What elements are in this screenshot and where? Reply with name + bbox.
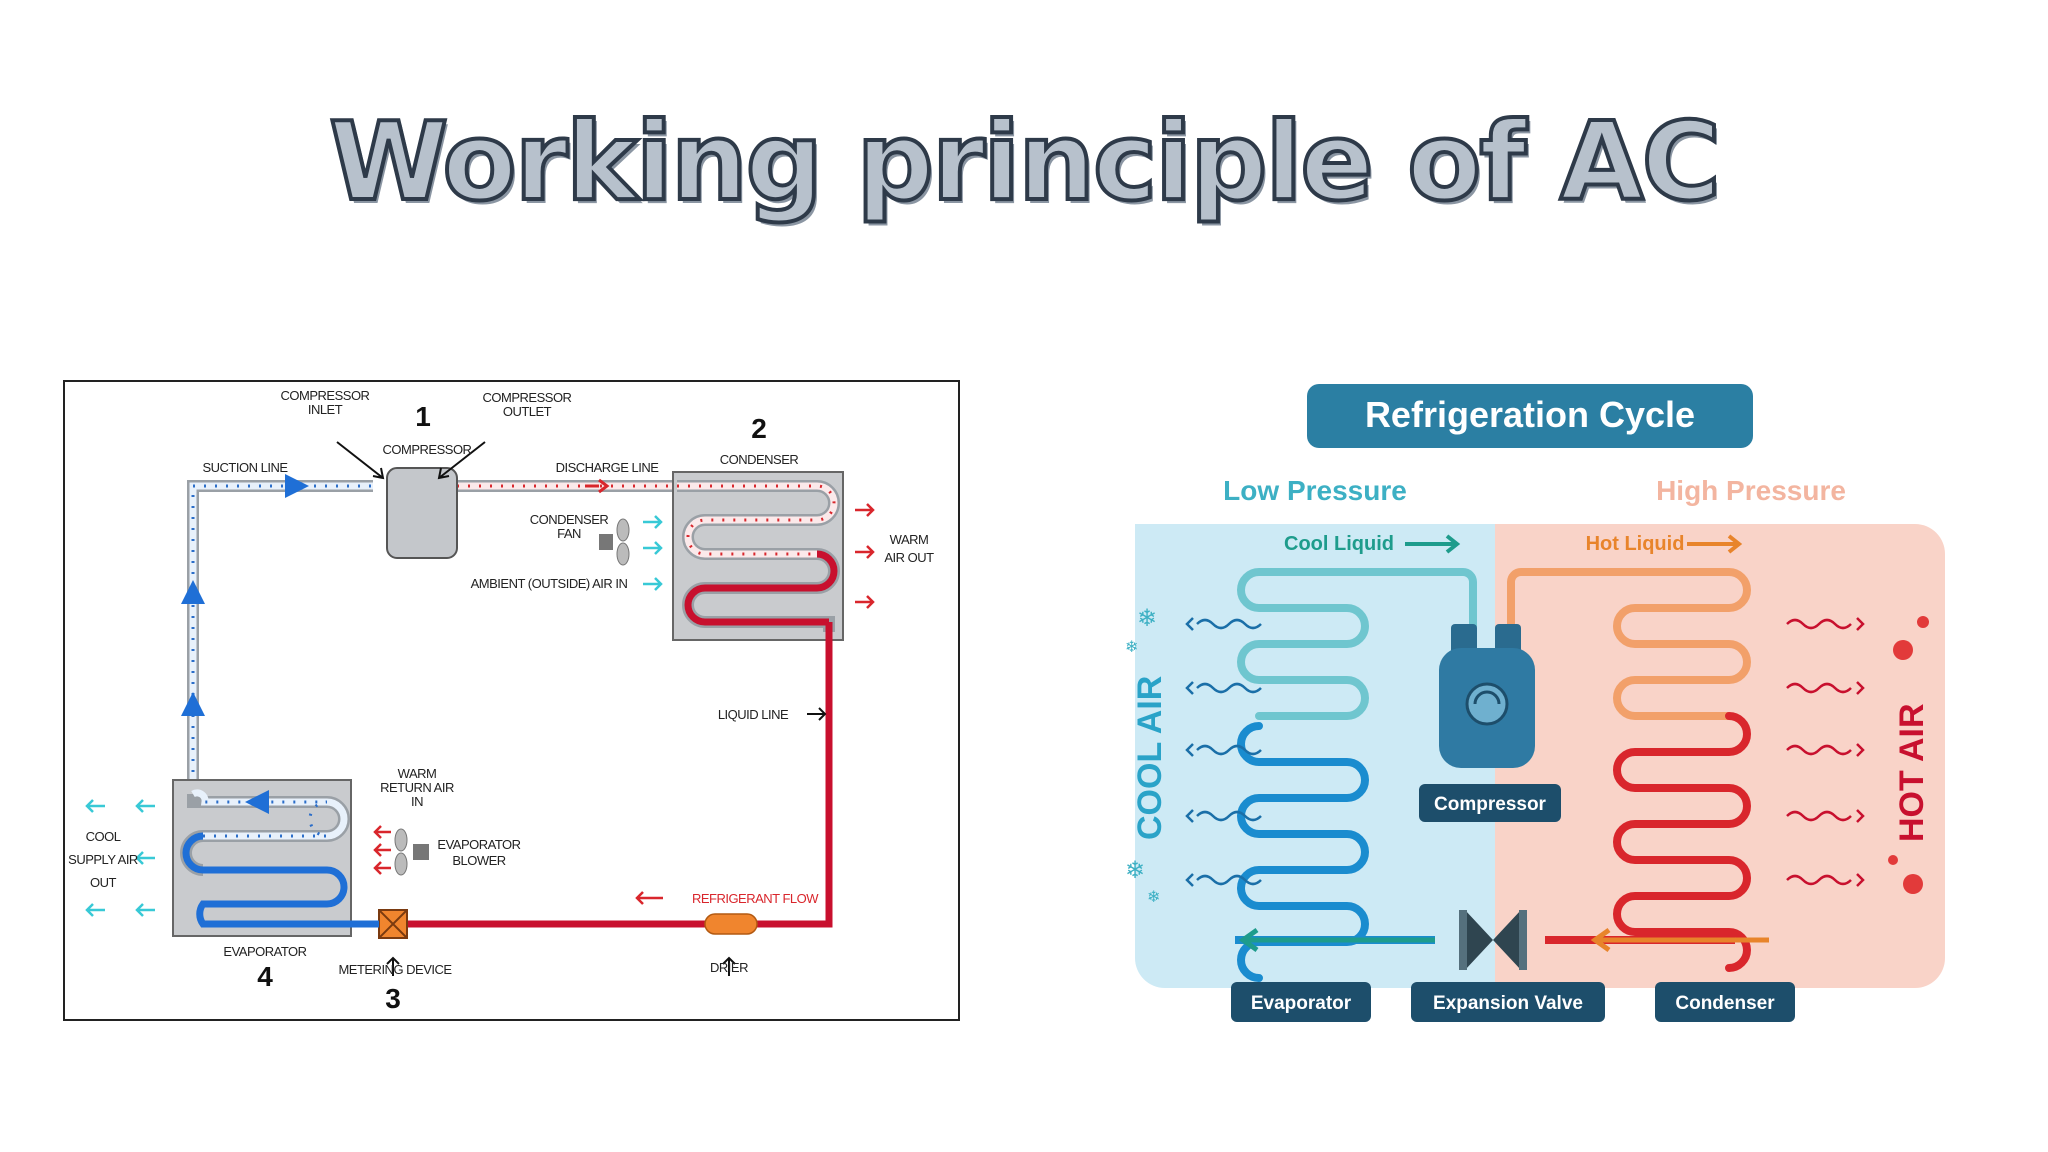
label-compressor-inlet-2: INLET (308, 402, 343, 417)
number-1: 1 (415, 401, 431, 432)
compressor-symbol (1439, 624, 1535, 768)
label-evap-blower-1: EVAPORATOR (437, 837, 520, 852)
label-evaporator: EVAPORATOR (223, 944, 306, 959)
rc-title-banner (1307, 384, 1753, 448)
compressor-label: Compressor (1434, 794, 1547, 815)
label-refrigerant-flow: REFRIGERANT FLOW (692, 891, 819, 906)
cool-liquid-arrow (1405, 534, 1461, 554)
label-evap-blower-2: BLOWER (452, 853, 505, 868)
evaporator-label: Evaporator (1251, 993, 1352, 1014)
label-warm-return-1: WARM (398, 766, 437, 781)
liquid-line (379, 622, 833, 928)
refrigeration-cycle-diagram: Refrigeration Cycle Low Pressure High Pr… (1075, 370, 1975, 1050)
low-pressure-label: Low Pressure (1223, 475, 1407, 506)
number-2: 2 (751, 413, 767, 444)
label-warm-return-3: IN (411, 794, 423, 809)
air-arrows-cyan (85, 515, 663, 917)
svg-text:❄: ❄ (1137, 605, 1157, 632)
evaporator-blower (394, 828, 429, 876)
evaporator (172, 779, 379, 937)
label-cool-supply-1: COOL (86, 829, 121, 844)
label-liquid-line: LIQUID LINE (718, 707, 789, 722)
cool-liquid-label: Cool Liquid (1284, 533, 1394, 555)
flow-arrow-left (1238, 927, 1435, 953)
expansion-valve-label: Expansion Valve (1433, 993, 1583, 1014)
flow-arrow-right (1590, 927, 1769, 953)
hot-liquid-label: Hot Liquid (1586, 533, 1685, 555)
expansion-valve-label-bg (1411, 982, 1605, 1022)
suction-line (181, 474, 373, 794)
cool-zone (1135, 524, 1495, 988)
svg-text:❄: ❄ (1147, 889, 1160, 906)
label-discharge-line: DISCHARGE LINE (556, 460, 660, 475)
slide-title: Working principle of AC (327, 98, 1723, 227)
rc-title: Refrigeration Cycle (1365, 394, 1695, 435)
label-compressor-outlet-2: OUTLET (503, 404, 552, 419)
condenser-label-bg (1655, 982, 1795, 1022)
condenser-coil (1507, 568, 1751, 972)
svg-text:❄: ❄ (1125, 639, 1138, 656)
label-cool-supply-3: OUT (90, 875, 117, 890)
metering-device (378, 909, 408, 939)
label-cool-supply-2: SUPPLY AIR (68, 852, 138, 867)
label-condenser-fan-1: CONDENSER (530, 512, 609, 527)
label-compressor-outlet-1: COMPRESSOR (483, 390, 572, 405)
svg-text:❄: ❄ (1125, 857, 1145, 884)
compressor-label-bg (1419, 784, 1561, 822)
condenser-fan (599, 518, 630, 566)
hot-air-waves (1786, 617, 1865, 887)
high-pressure-label: High Pressure (1656, 475, 1846, 506)
label-drier: DRIER (710, 960, 748, 975)
discharge-line (435, 478, 692, 494)
condenser-label: Condenser (1675, 993, 1775, 1014)
hot-liquid-arrow (1687, 534, 1743, 554)
cool-air-waves (1185, 617, 1262, 887)
number-3: 3 (385, 983, 401, 1014)
cool-air-label: COOL AIR (1131, 676, 1169, 840)
label-condenser-fan-2: FAN (557, 526, 581, 541)
snowflake-icons: ❄ ❄ ❄ ❄ (1125, 605, 1160, 906)
label-condenser: CONDENSER (720, 452, 799, 467)
label-metering-device: METERING DEVICE (338, 962, 452, 977)
condenser (672, 471, 844, 641)
compressor-body (386, 467, 458, 559)
pointer-arrows (336, 441, 827, 976)
label-suction-line: SUCTION LINE (202, 460, 288, 475)
air-arrows-red (373, 503, 875, 905)
ac-cycle-diagram: COMPRESSOR INLET COMPRESSOR OUTLET COMPR… (63, 380, 960, 1021)
expansion-valve-symbol (1459, 910, 1527, 970)
label-warm-air-out-2: AIR OUT (884, 550, 934, 565)
hot-air-label: HOT AIR (1893, 703, 1931, 842)
evaporator-label-bg (1231, 982, 1371, 1022)
hot-dots (1888, 616, 1929, 894)
drier (704, 913, 758, 935)
label-ambient-air: AMBIENT (OUTSIDE) AIR IN (471, 576, 628, 591)
label-compressor: COMPRESSOR (383, 442, 472, 457)
label-warm-return-2: RETURN AIR (380, 780, 454, 795)
number-4: 4 (257, 961, 273, 992)
label-warm-air-out-1: WARM (890, 532, 929, 547)
label-compressor-inlet-1: COMPRESSOR (281, 388, 370, 403)
